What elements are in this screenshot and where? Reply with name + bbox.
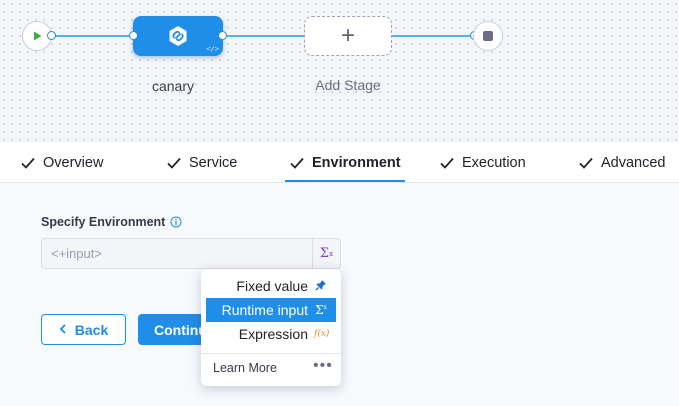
tab-label: Service	[189, 155, 238, 171]
tab-label: Overview	[43, 155, 104, 171]
menu-item-label: Runtime input	[221, 302, 308, 318]
plus-icon: +	[340, 22, 355, 49]
menu-item-label: Fixed value	[236, 278, 308, 294]
continue-label: Continue	[154, 321, 215, 338]
connector-line	[52, 35, 134, 37]
stage-input-port	[129, 31, 138, 40]
start-port	[47, 31, 56, 40]
tab-label: Environment	[312, 155, 401, 171]
info-icon[interactable]	[170, 216, 182, 228]
sigma-icon: Σ	[319, 246, 330, 261]
chevron-left-icon	[59, 323, 67, 337]
tab-label: Advanced	[601, 155, 666, 171]
menu-item-runtime-input[interactable]: Runtime input Σx	[206, 298, 336, 322]
add-stage-label: Add Stage	[315, 77, 381, 93]
connector-line	[222, 35, 304, 37]
stage-output-port	[218, 31, 227, 40]
tab-advanced[interactable]: Advanced	[578, 143, 666, 183]
environment-input-wrapper: Σx	[41, 238, 341, 269]
code-tag-icon: </>	[206, 45, 219, 53]
fx-icon: f(x)	[314, 329, 330, 339]
menu-item-label: Expression	[238, 326, 308, 342]
check-icon	[290, 157, 304, 169]
check-icon	[167, 157, 181, 169]
stage-node-canary[interactable]: </>	[133, 16, 223, 56]
back-button[interactable]: Back	[41, 314, 126, 345]
back-label: Back	[74, 321, 109, 338]
more-options-icon[interactable]: •••	[313, 357, 333, 374]
menu-item-fixed-value[interactable]: Fixed value	[206, 274, 336, 298]
learn-more-link[interactable]: Learn More	[213, 361, 277, 375]
connector-line	[392, 35, 474, 37]
menu-divider	[201, 353, 341, 354]
tab-environment[interactable]: Environment	[289, 143, 401, 183]
add-stage-button[interactable]: +	[304, 16, 392, 56]
tab-execution[interactable]: Execution	[439, 143, 526, 183]
tab-label: Execution	[462, 155, 526, 171]
input-type-menu: Fixed value Runtime input Σx Expression …	[201, 269, 341, 386]
environment-field-label: Specify Environment	[41, 215, 182, 229]
deployment-stage-icon	[169, 26, 187, 46]
active-tab-indicator	[285, 180, 405, 182]
pin-icon	[314, 279, 328, 294]
pipeline-canvas[interactable]: </> canary + Add Stage	[0, 0, 679, 143]
environment-input[interactable]	[42, 239, 312, 268]
pipeline-end-node[interactable]	[473, 21, 503, 51]
field-label-text: Specify Environment	[41, 215, 166, 229]
tab-overview[interactable]: Overview	[20, 143, 103, 183]
check-icon	[440, 157, 454, 169]
sigma-superscript: x	[329, 249, 334, 258]
check-icon	[21, 157, 35, 169]
tab-service[interactable]: Service	[166, 143, 237, 183]
stage-name-label: canary	[151, 78, 195, 94]
check-icon	[579, 157, 593, 169]
play-icon	[34, 31, 42, 41]
sigma-icon: Σx	[315, 303, 327, 317]
stop-icon	[483, 31, 493, 41]
stage-tabs: Overview Service Environment Execution A…	[0, 143, 679, 183]
menu-item-expression[interactable]: Expression f(x)	[206, 322, 336, 346]
